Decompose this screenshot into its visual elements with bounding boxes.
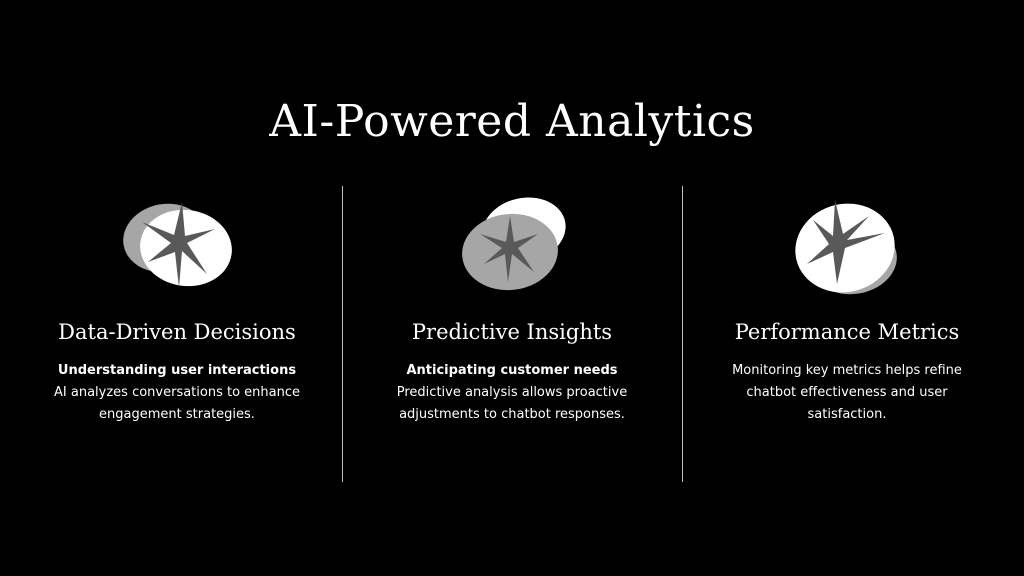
column-data-driven-decisions: Data-Driven Decisions Understanding user…	[27, 196, 327, 426]
column-body: Predictive analysis allows proactive adj…	[396, 385, 628, 422]
column-heading: Data-Driven Decisions	[58, 320, 296, 344]
sparkle-blob-icon	[123, 202, 232, 288]
column-body: Monitoring key metrics helps refine chat…	[732, 363, 962, 422]
column-predictive-insights: Predictive Insights Anticipating custome…	[362, 196, 662, 426]
column-subheading: Understanding user interactions	[57, 363, 297, 378]
sparkle-blob-icon	[795, 200, 897, 295]
column-divider	[342, 186, 343, 482]
column-performance-metrics: Performance Metrics Monitoring key metri…	[697, 196, 997, 426]
column-body: AI analyzes conversations to enhance eng…	[54, 385, 300, 422]
sparkle-blob-icon	[462, 197, 566, 291]
column-divider	[682, 186, 683, 482]
column-heading: Performance Metrics	[734, 320, 960, 344]
slide-title: AI-Powered Analytics	[269, 96, 755, 147]
column-heading: Predictive Insights	[411, 320, 613, 344]
column-subheading: Anticipating customer needs	[406, 363, 618, 378]
